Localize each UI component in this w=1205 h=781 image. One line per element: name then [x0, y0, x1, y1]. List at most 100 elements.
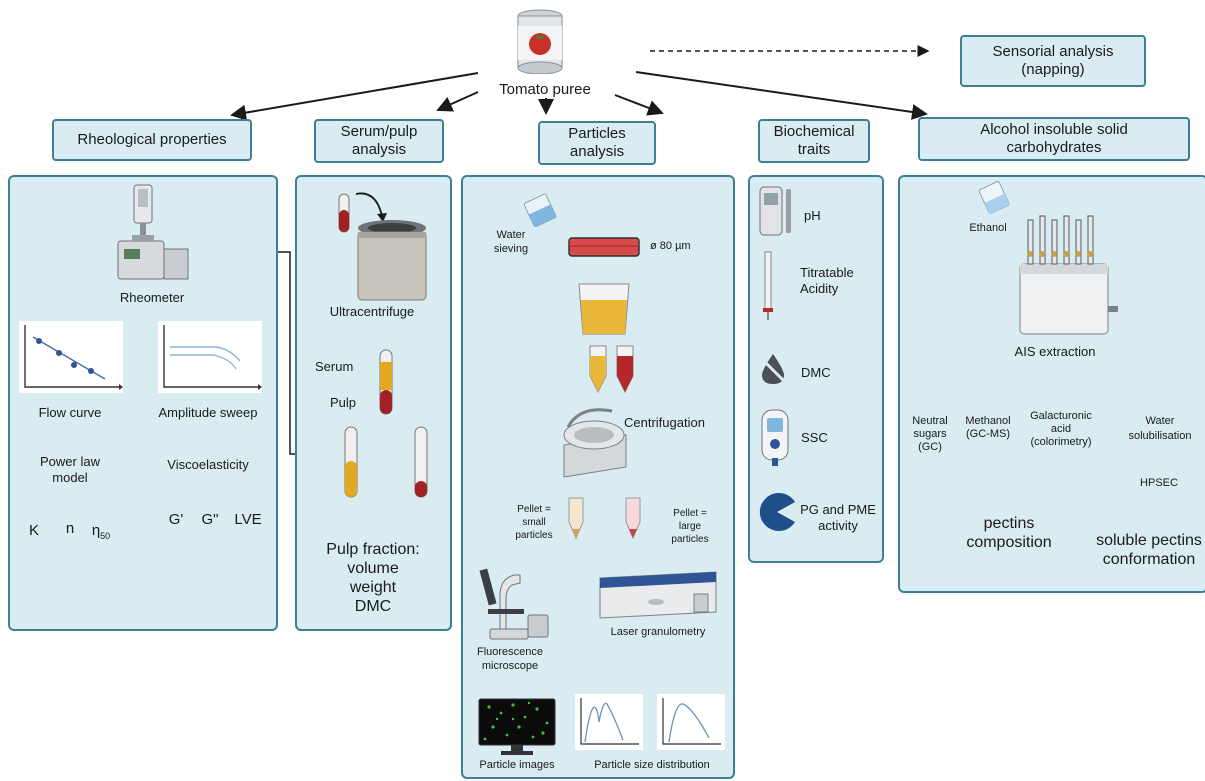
pellet-large-tube-icon: [624, 496, 642, 540]
galact-label-3: (colorimetry): [1030, 436, 1092, 448]
rheometer-icon: [112, 183, 192, 283]
beaker-icon: [518, 193, 564, 227]
serum-header-line2: analysis: [351, 141, 407, 158]
power-law-label-1: Power law: [40, 454, 100, 469]
sensorial-analysis-box: Sensorial analysis (napping): [960, 35, 1146, 87]
distribution-label: Particle size distribution: [594, 759, 710, 771]
ais-extractor-icon: [1014, 210, 1120, 342]
particles-panel: [461, 175, 735, 779]
neutral-label-1: Neutral: [912, 415, 948, 427]
puree-beaker-icon: [573, 280, 635, 338]
methanol-label-2: (GC-MS): [966, 428, 1010, 440]
ultracentrifuge-icon: [352, 218, 432, 304]
tomato-can-icon: [515, 8, 565, 74]
pg-label-2: activity: [818, 518, 858, 533]
centrifuge-icon: [560, 405, 630, 480]
pellet-small-3: particles: [515, 530, 553, 541]
ph-label: pH: [804, 208, 821, 223]
pellet-large-1: Pellet =: [673, 508, 707, 519]
ais-panel: [898, 175, 1205, 593]
serum-label: Serum: [315, 359, 354, 374]
ssc-label: SSC: [801, 430, 828, 445]
dmc-label: DMC: [801, 365, 831, 380]
ais-header: Alcohol insoluble solid carbohydrates: [918, 117, 1190, 161]
particle-images-label: Particle images: [479, 759, 555, 771]
glucometer-icon: [759, 408, 791, 468]
pellet-small-1: Pellet =: [517, 504, 551, 515]
laser-label: Laser granulometry: [610, 626, 706, 638]
methanol-label-1: Methanol: [965, 415, 1011, 427]
pellet-small-2: small: [522, 517, 546, 528]
serum-header: Serum/pulp analysis: [314, 119, 444, 163]
titratable-label-2: Acidity: [800, 281, 839, 296]
titratable-label-1: Titratable: [800, 265, 854, 280]
amplitude-sweep-plot-icon: [158, 321, 262, 393]
laser-granulometer-icon: [596, 568, 720, 620]
mesh-label: ø 80 µm: [650, 240, 691, 252]
biochem-header: Biochemical traits: [758, 119, 870, 163]
biochem-header-line2: traits: [797, 141, 831, 158]
pacman-icon: [757, 492, 797, 532]
pellet-large-3: particles: [671, 534, 709, 545]
ethanol-label: Ethanol: [969, 222, 1007, 234]
pulp-fraction-line4: DMC: [354, 598, 392, 615]
water-sol-label-2: solubilisation: [1128, 430, 1192, 442]
pulp-fraction-line3: weight: [349, 579, 397, 596]
water-sieving-label-1: Water: [496, 229, 526, 241]
root-arrows: [230, 71, 928, 121]
ultracentrifuge-label: Ultracentrifuge: [329, 304, 415, 319]
amplitude-sweep-label: Amplitude sweep: [158, 405, 258, 420]
pulp-tube-icon: [413, 425, 429, 501]
pulp-fraction-line1: Pulp fraction:: [326, 541, 420, 558]
drop-icon: [758, 352, 788, 386]
ph-meter-icon: [756, 183, 796, 239]
pulp-label: Pulp: [330, 395, 357, 410]
param-lve: LVE: [234, 511, 262, 528]
viscoelasticity-label: Viscoelasticity: [167, 457, 249, 472]
sensorial-line2: (napping): [1021, 61, 1085, 78]
root-label: Tomato puree: [499, 81, 591, 98]
pectins-label-1: pectins: [983, 515, 1035, 532]
param-n: n: [65, 520, 75, 537]
water-sol-label-1: Water: [1145, 415, 1175, 427]
ethanol-beaker-icon: [975, 178, 1015, 216]
burette-icon: [761, 250, 775, 322]
pg-label-1: PG and PME: [800, 502, 876, 517]
microscope-label-2: microscope: [481, 660, 539, 672]
centrifugation-label: Centrifugation: [624, 415, 705, 430]
galact-label-1: Galacturonic: [1030, 410, 1092, 422]
serum-tube-icon: [343, 425, 359, 501]
sensorial-line1: Sensorial analysis: [992, 43, 1114, 60]
ais-extraction-label: AIS extraction: [1014, 344, 1096, 359]
serum-pulp-tube-icon: [377, 348, 395, 418]
galact-label-2: acid: [1050, 423, 1072, 435]
param-g1: G': [168, 511, 184, 528]
param-eta: η50: [86, 522, 116, 545]
particles-header: Particles analysis: [538, 121, 656, 165]
microscope-label-1: Fluorescence: [476, 646, 544, 658]
param-eta-sub: 50: [100, 531, 111, 541]
neutral-label-3: (GC): [918, 441, 942, 453]
microscope-icon: [470, 565, 550, 641]
sieve-icon: [568, 236, 640, 258]
neutral-label-2: sugars: [913, 428, 947, 440]
ais-header-line2: carbohydrates: [1006, 139, 1102, 156]
distribution-plot-icon-2: [657, 694, 725, 750]
serum-header-line1: Serum/pulp: [340, 123, 418, 140]
particles-header-line1: Particles: [568, 125, 626, 142]
hpsec-label: HPSEC: [1140, 477, 1178, 489]
pellet-small-tube-icon: [567, 496, 585, 540]
flow-curve-plot-icon: [19, 321, 123, 393]
flow-curve-label: Flow curve: [38, 405, 102, 420]
distribution-plot-icon-1: [575, 694, 643, 750]
pectins-label-2: composition: [966, 534, 1052, 551]
param-k: K: [28, 522, 39, 539]
red-small-tube-icon: [615, 344, 635, 396]
particles-header-line2: analysis: [569, 143, 625, 160]
water-sieving-label-2: sieving: [493, 243, 529, 255]
pellet-large-2: large: [678, 521, 702, 532]
curved-arrow-icon: [352, 190, 392, 224]
param-g2: G": [201, 511, 219, 528]
soluble-label-1: soluble pectins: [1096, 532, 1202, 549]
power-law-label-2: model: [52, 470, 88, 485]
